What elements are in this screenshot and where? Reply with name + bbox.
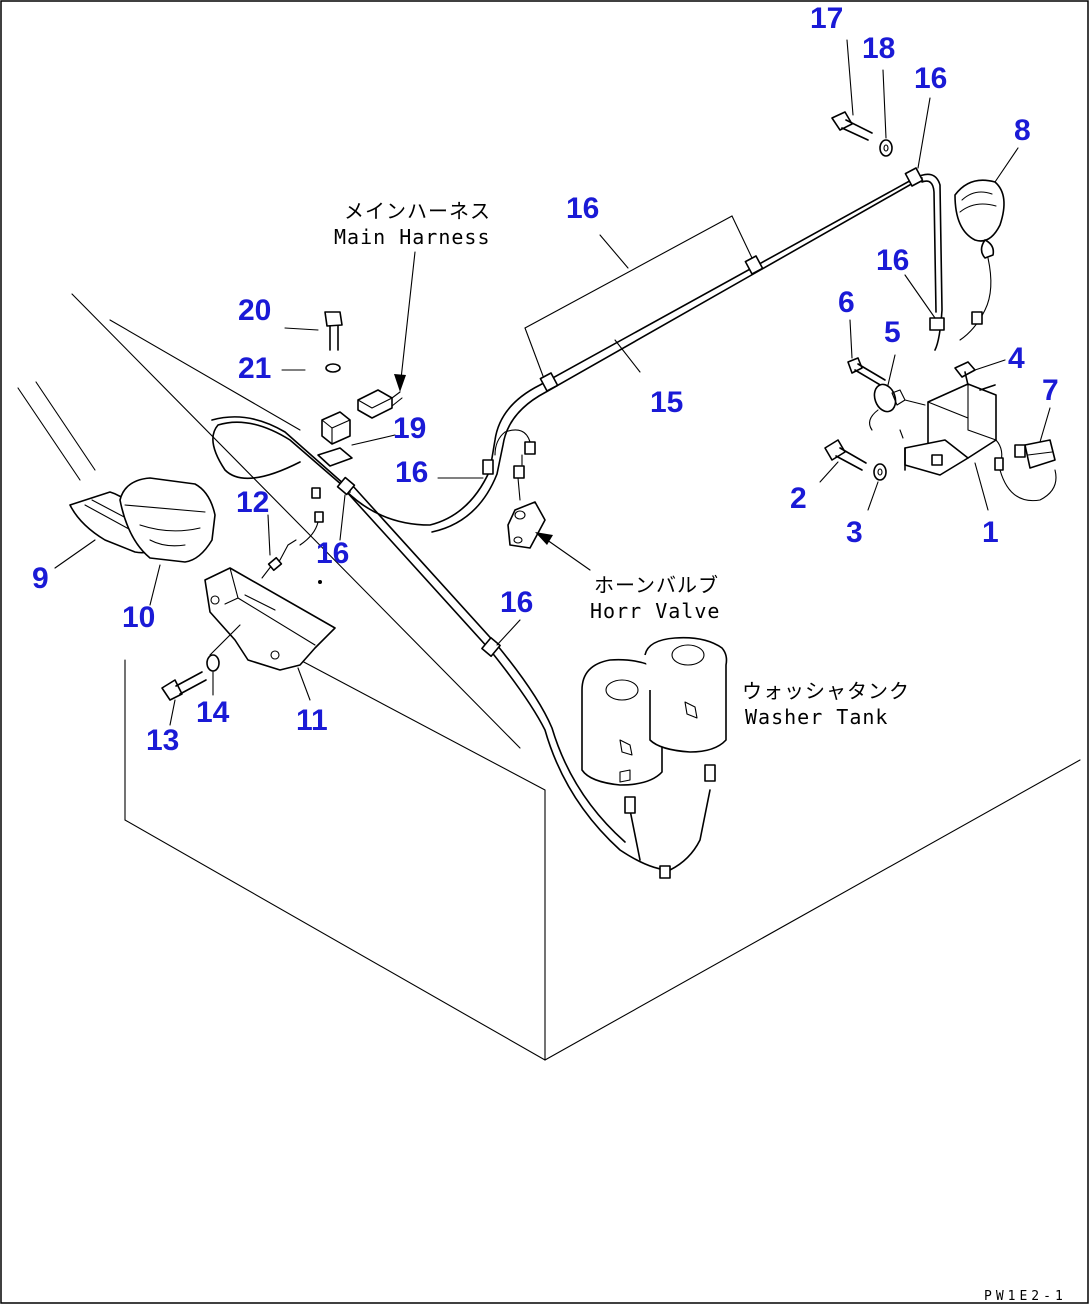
callout-16-mid: 16 <box>395 456 428 489</box>
callout-16-bracket: 16 <box>566 192 599 225</box>
horn-8 <box>954 179 1005 341</box>
callout-9: 9 <box>32 562 49 595</box>
callout-2: 2 <box>790 482 807 515</box>
callout-14: 14 <box>196 696 230 729</box>
clamps-16 <box>336 167 945 658</box>
washer-14 <box>206 654 220 672</box>
main-harness-label-en: Main Harness <box>334 225 491 249</box>
main-harness-connector <box>357 389 403 419</box>
callout-18: 18 <box>862 32 895 65</box>
relay-7 <box>1014 439 1056 469</box>
washer-tank-label-en: Washer Tank <box>745 705 888 729</box>
callout-20: 20 <box>238 294 271 327</box>
bolt-4 <box>954 361 976 386</box>
bracket-11 <box>204 567 336 671</box>
callout-16-right: 16 <box>876 244 909 277</box>
callout-7: 7 <box>1042 374 1059 407</box>
callout-11: 11 <box>296 704 328 737</box>
washer-18 <box>879 139 893 157</box>
horn-valve-label-en: Horr Valve <box>590 599 720 623</box>
callout-3: 3 <box>846 516 863 549</box>
horn-valve <box>494 429 546 549</box>
callout-5: 5 <box>884 316 901 349</box>
washer-tank-label-jp: ウォッシャタンク <box>742 679 910 703</box>
callout-bracket-16 <box>524 215 753 377</box>
callout-21: 21 <box>238 352 271 385</box>
callout-1: 1 <box>982 516 999 549</box>
machine-body-outline <box>17 293 1081 1061</box>
bolt-2 <box>824 439 867 471</box>
main-harness-label-jp: メインハーネス <box>344 199 491 223</box>
callout-16-top: 16 <box>914 62 947 95</box>
horn-valve-label-jp: ホーンバルブ <box>594 573 719 597</box>
washer-tank-right <box>624 636 728 879</box>
callout-13: 13 <box>146 724 179 757</box>
washer-3 <box>873 463 887 481</box>
switch-5 <box>869 383 926 431</box>
callout-16-lower: 16 <box>500 586 533 619</box>
callout-6: 6 <box>838 286 855 319</box>
figure-code: PW1E2-1 <box>984 1289 1067 1304</box>
bolt-20 <box>324 311 343 351</box>
callout-19: 19 <box>393 412 426 445</box>
callout-10: 10 <box>122 601 155 634</box>
wiring-harness-15 <box>211 173 943 871</box>
bolt-13 <box>161 671 207 701</box>
callout-16-left: 16 <box>316 537 349 570</box>
callout-15: 15 <box>650 386 683 419</box>
bolt-17 <box>831 111 873 141</box>
leader-lines <box>54 39 1051 726</box>
bracket-1 <box>899 383 1057 502</box>
washer-21 <box>325 363 341 373</box>
wire-12 <box>261 487 324 584</box>
callout-12: 12 <box>236 486 269 519</box>
callout-17: 17 <box>810 2 843 35</box>
callout-4: 4 <box>1008 342 1025 375</box>
callout-8: 8 <box>1014 114 1031 147</box>
annotation-arrows <box>394 251 591 571</box>
connector-19 <box>317 411 353 467</box>
lamp-10 <box>119 477 216 563</box>
bolt-6 <box>847 357 886 387</box>
